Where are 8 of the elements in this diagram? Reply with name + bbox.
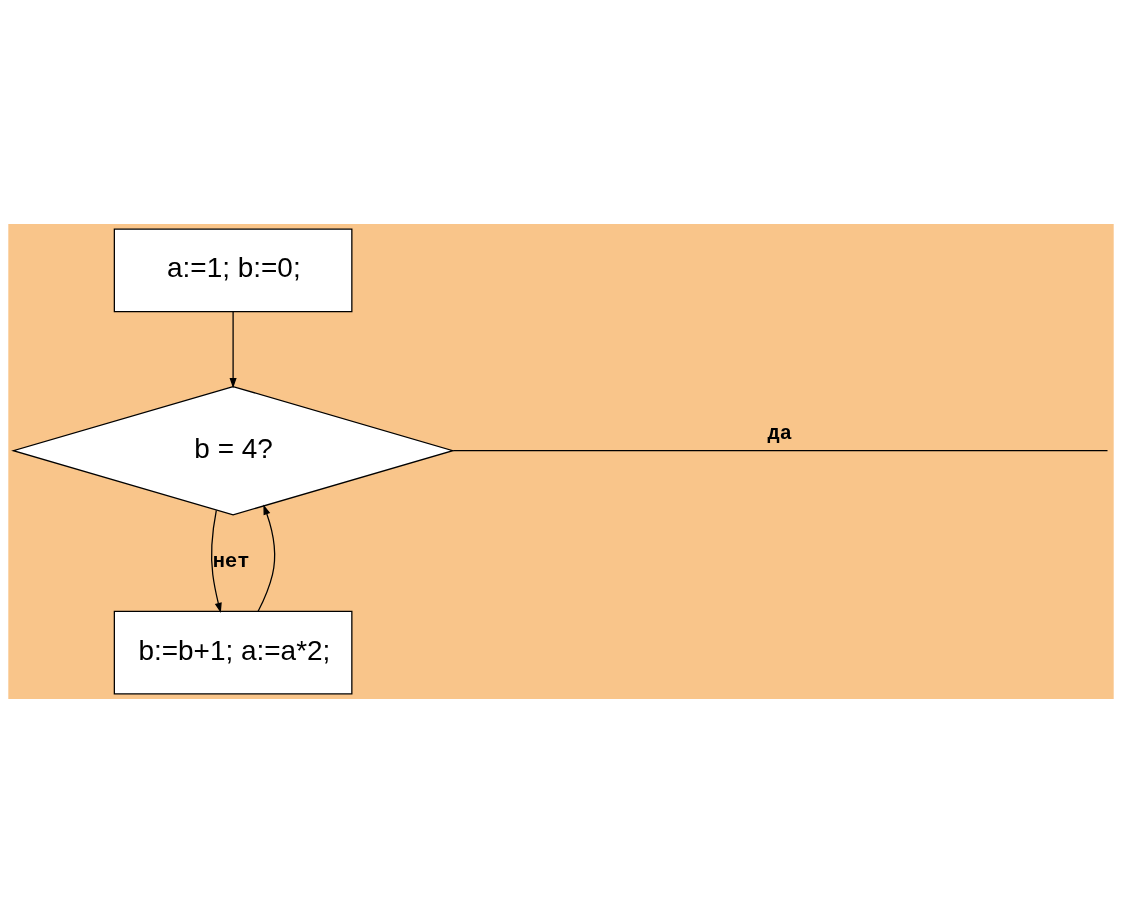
arrow (257, 504, 276, 612)
arrow (229, 311, 237, 389)
edge-label: нет (212, 549, 250, 573)
node-box: a:=1; b:=0; (113, 228, 353, 313)
node-box: b:=b+1; a:=a*2; (113, 610, 353, 695)
connector (452, 450, 1109, 452)
edge-label: да (767, 422, 792, 446)
arrow (210, 509, 222, 613)
